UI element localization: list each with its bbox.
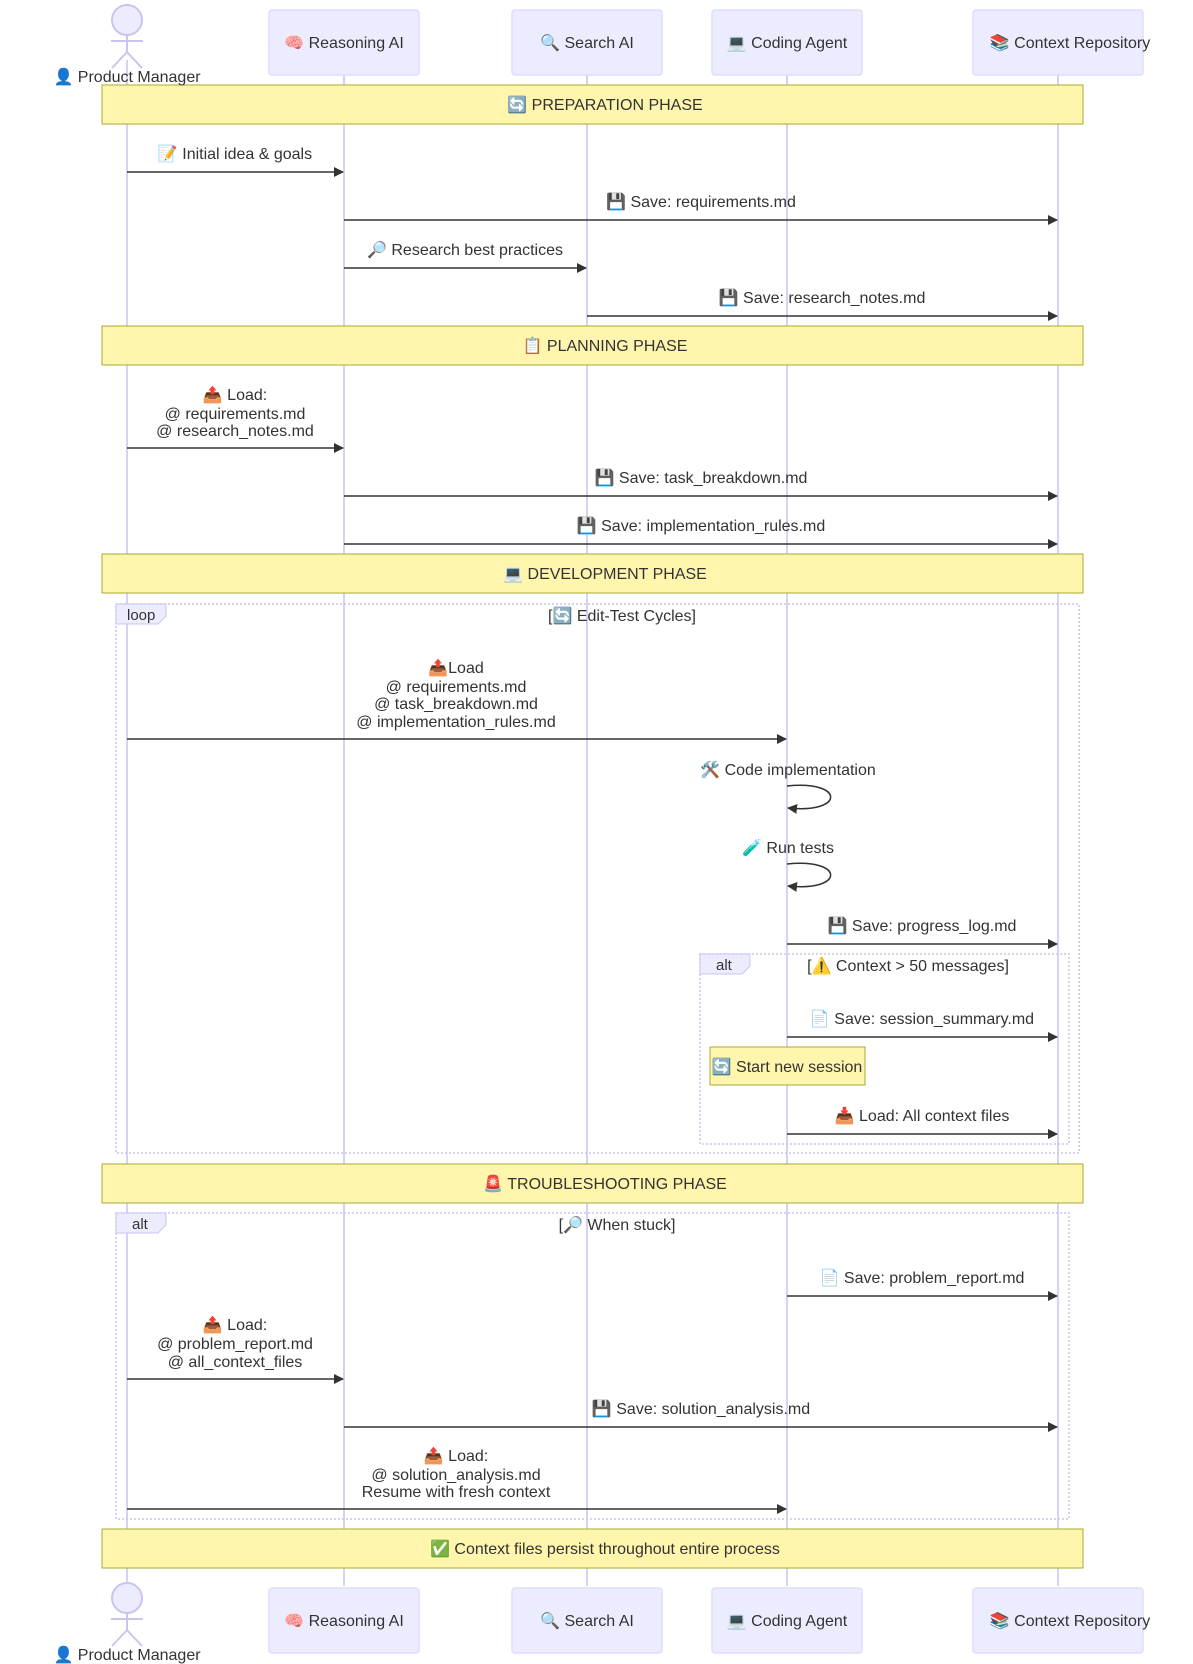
message-m15-line-2: @ problem_report.md — [157, 1336, 313, 1353]
message-m1: 📝 Initial idea & goals — [127, 144, 344, 177]
participant-search-ai-top-label: 🔍 Search AI — [540, 32, 634, 52]
participant-search-ai-bottom[interactable]: 🔍 Search AI — [511, 1587, 663, 1654]
message-m11-line-1: 💾 Save: progress_log.md — [828, 916, 1017, 935]
participant-product-manager-bottom[interactable]: 👤 Product Manager — [53, 1582, 201, 1664]
participant-reasoning-ai-top-label: 🧠 Reasoning AI — [284, 34, 404, 52]
message-m7-line-1: 💾 Save: implementation_rules.md — [577, 516, 825, 535]
alt-context-frame: alt [⚠️ Context > 50 messages] — [699, 953, 1070, 1145]
message-m8-line-3: @ task_breakdown.md — [374, 696, 538, 713]
note-development-phase: 💻 DEVELOPMENT PHASE — [101, 553, 1084, 594]
participant-search-ai-bottom-label: 🔍 Search AI — [540, 1610, 634, 1630]
message-m2-line-1: 💾 Save: requirements.md — [606, 192, 796, 211]
closing-note-label: ✅ Context files persist throughout entir… — [430, 1539, 780, 1558]
message-m5: 📤 Load: @ requirements.md @ research_not… — [127, 385, 344, 453]
message-m5-line-3: @ research_notes.md — [156, 423, 314, 440]
alt-stuck-frame-condition: [🔎 When stuck] — [559, 1214, 676, 1234]
message-m11: 💾 Save: progress_log.md — [787, 916, 1058, 949]
message-m5-line-2: @ requirements.md — [165, 406, 306, 423]
note-start-new-session: 🔄 Start new session — [709, 1046, 866, 1086]
participant-context-repository-top-label: 📚 Context Repository — [990, 34, 1150, 52]
development-phase-label: 💻 DEVELOPMENT PHASE — [503, 566, 707, 583]
actor-icon — [111, 1582, 143, 1647]
message-m14: 📄 Save: problem_report.md — [787, 1268, 1058, 1301]
troubleshooting-phase-label: 🚨 TROUBLESHOOTING PHASE — [483, 1174, 727, 1193]
message-m9-line-1: 🛠️ Code implementation — [700, 760, 876, 779]
loop-frame: loop [🔄 Edit-Test Cycles] — [115, 603, 1080, 1154]
message-m13-line-1: 📥 Load: All context files — [835, 1106, 1010, 1125]
participant-product-manager-top[interactable]: 👤 Product Manager — [53, 4, 201, 86]
message-m12: 📄 Save: session_summary.md — [787, 1009, 1058, 1042]
message-m4: 💾 Save: research_notes.md — [587, 288, 1058, 321]
alt-context-frame-condition: [⚠️ Context > 50 messages] — [807, 956, 1009, 975]
message-m8-line-4: @ implementation_rules.md — [356, 714, 555, 731]
message-m13: 📥 Load: All context files — [787, 1106, 1058, 1139]
participant-product-manager-bottom-label: 👤 Product Manager — [53, 1645, 201, 1664]
message-m15-line-3: @ all_context_files — [168, 1354, 303, 1371]
message-m14-line-1: 📄 Save: problem_report.md — [820, 1268, 1025, 1287]
message-m8-line-2: @ requirements.md — [386, 679, 527, 696]
message-m8-line-1: 📤Load — [428, 658, 484, 677]
message-m6: 💾 Save: task_breakdown.md — [344, 468, 1058, 501]
message-m10-line-1: 🧪 Run tests — [742, 839, 834, 857]
note-preparation-phase: 🔄 PREPARATION PHASE — [101, 84, 1084, 125]
participant-coding-agent-top-label: 💻 Coding Agent — [727, 35, 848, 52]
loop-frame-keyword: loop — [127, 607, 155, 624]
message-m8: 📤Load @ requirements.md @ task_breakdown… — [127, 658, 787, 744]
note-planning-phase: 📋 PLANNING PHASE — [101, 325, 1084, 366]
message-m16: 💾 Save: solution_analysis.md — [344, 1399, 1058, 1432]
message-m12-line-1: 📄 Save: session_summary.md — [810, 1009, 1034, 1028]
message-m9-self-arrow — [786, 784, 832, 814]
message-m17-line-1: 📤 Load: — [424, 1446, 488, 1465]
message-m2: 💾 Save: requirements.md — [344, 192, 1058, 225]
message-m15: 📤 Load: @ problem_report.md @ all_contex… — [127, 1315, 344, 1384]
message-m17: 📤 Load: @ solution_analysis.md Resume wi… — [127, 1446, 787, 1514]
message-m10: 🧪 Run tests — [742, 839, 834, 892]
message-m10-self-arrow — [786, 862, 832, 892]
message-m1-line-1: 📝 Initial idea & goals — [158, 144, 312, 163]
participant-reasoning-ai-bottom-label: 🧠 Reasoning AI — [284, 1612, 404, 1630]
loop-frame-condition: [🔄 Edit-Test Cycles] — [548, 606, 696, 625]
participant-context-repository-top[interactable]: 📚 Context Repository — [972, 9, 1150, 76]
message-m17-line-3: Resume with fresh context — [362, 1484, 551, 1501]
message-m15-line-1: 📤 Load: — [203, 1315, 267, 1334]
start-new-session-label: 🔄 Start new session — [712, 1057, 863, 1076]
message-m3: 🔎 Research best practices — [344, 239, 587, 273]
actor-icon — [111, 4, 143, 69]
message-m17-line-2: @ solution_analysis.md — [371, 1467, 540, 1484]
alt-stuck-frame: alt [🔎 When stuck] — [115, 1212, 1070, 1520]
participant-product-manager-top-label: 👤 Product Manager — [53, 67, 201, 86]
participant-reasoning-ai-top[interactable]: 🧠 Reasoning AI — [268, 9, 420, 76]
participant-coding-agent-top[interactable]: 💻 Coding Agent — [711, 9, 863, 76]
participant-coding-agent-bottom[interactable]: 💻 Coding Agent — [711, 1587, 863, 1654]
participant-search-ai-top[interactable]: 🔍 Search AI — [511, 9, 663, 76]
alt-stuck-frame-keyword: alt — [132, 1216, 149, 1233]
preparation-phase-label: 🔄 PREPARATION PHASE — [507, 95, 702, 114]
participant-coding-agent-bottom-label: 💻 Coding Agent — [727, 1613, 848, 1630]
alt-context-frame-keyword: alt — [716, 957, 733, 974]
message-m6-line-1: 💾 Save: task_breakdown.md — [595, 468, 808, 487]
message-m4-line-1: 💾 Save: research_notes.md — [719, 288, 926, 307]
message-m5-line-1: 📤 Load: — [203, 385, 267, 404]
participant-reasoning-ai-bottom[interactable]: 🧠 Reasoning AI — [268, 1587, 420, 1654]
message-m9: 🛠️ Code implementation — [700, 760, 876, 814]
message-m7: 💾 Save: implementation_rules.md — [344, 516, 1058, 549]
message-m16-line-1: 💾 Save: solution_analysis.md — [592, 1399, 810, 1418]
note-troubleshooting-phase: 🚨 TROUBLESHOOTING PHASE — [101, 1163, 1084, 1204]
planning-phase-label: 📋 PLANNING PHASE — [523, 336, 688, 355]
note-closing: ✅ Context files persist throughout entir… — [101, 1528, 1084, 1569]
message-m3-line-1: 🔎 Research best practices — [367, 239, 563, 259]
participant-context-repository-bottom-label: 📚 Context Repository — [990, 1612, 1150, 1630]
participant-context-repository-bottom[interactable]: 📚 Context Repository — [972, 1587, 1150, 1654]
